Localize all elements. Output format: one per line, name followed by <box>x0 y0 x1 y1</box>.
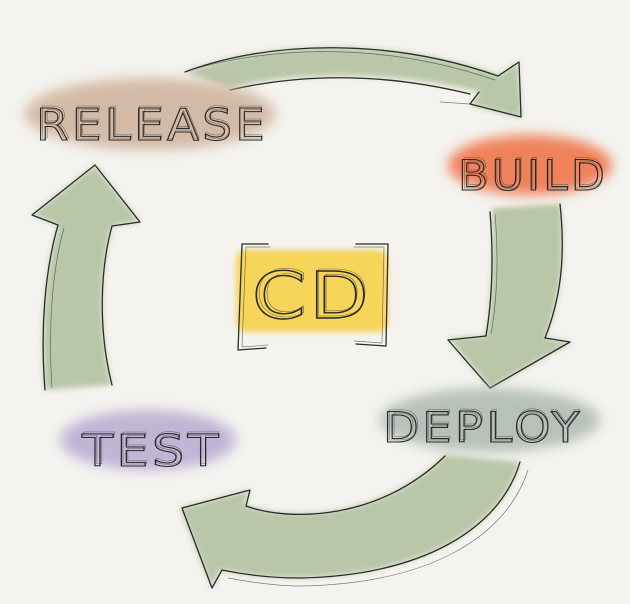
release-label-sketch: RELEASE <box>38 98 268 149</box>
stage-deploy: DEPLOY DEPLOY <box>380 388 600 453</box>
test-label: TEST <box>81 426 222 477</box>
arrow-deploy-to-test <box>180 455 529 589</box>
center-cd: CD CD <box>236 243 389 351</box>
arrow-test-to-release <box>31 164 141 391</box>
build-label-sketch: BUILD <box>460 149 608 198</box>
release-highlight <box>25 78 275 150</box>
cd-bracket-right <box>355 243 389 347</box>
stage-release: RELEASE RELEASE <box>25 78 275 152</box>
arrow-release-to-build <box>184 47 522 118</box>
stage-build: BUILD BUILD <box>448 135 612 201</box>
cd-label: CD <box>252 260 372 334</box>
release-label: RELEASE <box>36 100 268 151</box>
build-highlight <box>448 135 612 195</box>
arrow-build-to-deploy <box>447 203 572 389</box>
test-label-sketch: TEST <box>83 424 222 475</box>
cd-highlight <box>236 250 388 332</box>
stage-test: TEST TEST <box>60 410 236 478</box>
deploy-label: DEPLOY <box>383 403 583 452</box>
deploy-highlight <box>380 388 600 452</box>
test-highlight <box>60 410 236 470</box>
deploy-label-sketch: DEPLOY <box>385 401 583 450</box>
cd-label-sketch: CD <box>255 258 373 332</box>
cd-bracket-left <box>237 243 269 351</box>
build-label: BUILD <box>458 151 608 200</box>
